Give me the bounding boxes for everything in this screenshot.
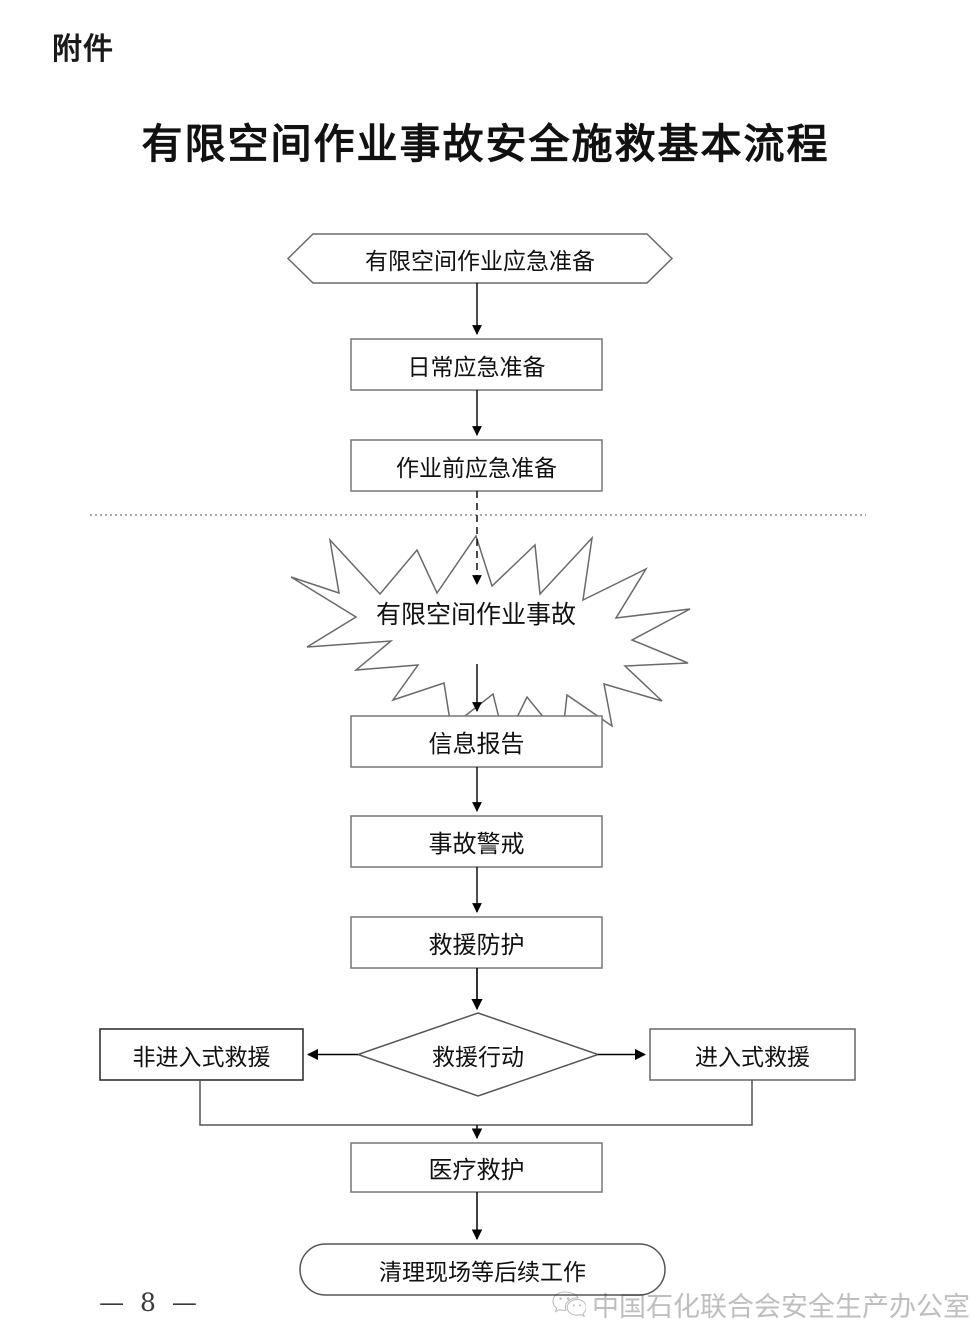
attachment-label: 附件 [52,32,114,67]
node-medical-aid-box[interactable] [350,1142,603,1193]
page-number: — 8 — [99,1288,201,1317]
node-rescue-protection-box[interactable] [350,916,603,969]
node-rescue-action-decision[interactable] [355,1012,601,1097]
node-non-entry-rescue-box[interactable] [99,1028,304,1081]
watermark: 中国石化联合会安全生产办公室 [552,1285,970,1324]
node-daily-preparation-box[interactable] [350,338,603,391]
node-site-cleanup-terminator[interactable] [299,1243,666,1296]
node-entry-rescue-box[interactable] [649,1028,856,1081]
node-emergency-preparation-hexagon[interactable] [286,233,674,284]
node-information-report-box[interactable] [350,715,603,768]
node-accident-starburst[interactable] [290,534,691,745]
node-pre-work-preparation-box[interactable] [350,439,603,492]
page-title: 有限空间作业事故安全施救基本流程 [141,120,830,168]
wechat-icon [552,1290,586,1317]
watermark-label: 中国石化联合会安全生产办公室 [592,1292,970,1323]
node-accident-cordon-box[interactable] [350,815,603,868]
edge-entry-to-medical [477,1080,753,1126]
edge-non-entry-to-medical [199,1080,477,1126]
